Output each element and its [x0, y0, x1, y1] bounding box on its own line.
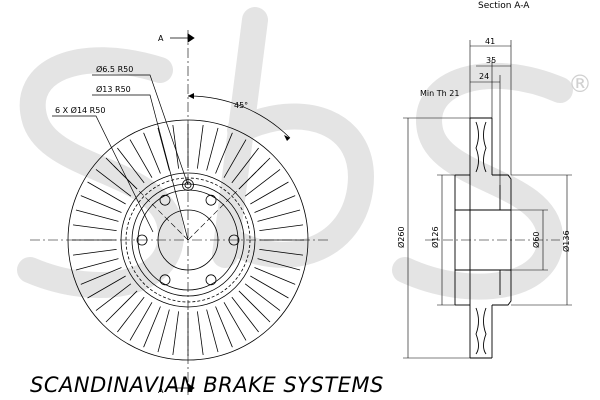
- vane-line: [143, 306, 161, 348]
- dim-overall-width: 41: [485, 37, 495, 46]
- vane-line: [72, 224, 117, 231]
- min-thickness: Min Th 21: [420, 89, 459, 98]
- vane-line: [254, 195, 296, 213]
- vane-line: [257, 209, 301, 222]
- vane-line: [197, 124, 204, 169]
- vane-line: [254, 267, 296, 285]
- vane-line: [87, 181, 126, 205]
- section-title: Section A-A: [478, 1, 530, 11]
- vane-line: [75, 258, 119, 271]
- vane-line: [95, 169, 132, 197]
- vane-line: [259, 249, 304, 256]
- callout-hole-small: Ø6.5 R50: [96, 64, 133, 74]
- vane-line: [157, 127, 170, 171]
- callout-bolt-holes: 6 X Ø14 R50: [55, 105, 105, 115]
- vane-line: [223, 302, 247, 341]
- vane-line: [250, 275, 289, 299]
- dim-center-bore: Ø60: [531, 232, 541, 248]
- vane-line: [257, 258, 301, 271]
- vane-line: [157, 309, 170, 353]
- width-dimensions: [469, 40, 512, 185]
- dim-hat: 35: [486, 56, 496, 65]
- vane-line: [206, 127, 219, 171]
- vane-line: [215, 306, 233, 348]
- callout-leaders: [52, 74, 189, 241]
- vane-line: [105, 290, 138, 323]
- angle-label: 45°: [234, 101, 248, 110]
- bolt-hole: [205, 274, 217, 286]
- dim-hub-diameter: Ø126: [430, 226, 440, 248]
- vane-line: [117, 147, 145, 184]
- section-marker-top: A: [158, 34, 164, 43]
- vane-line: [197, 311, 204, 356]
- vane-line: [117, 296, 145, 333]
- registered-mark: ®: [568, 70, 592, 98]
- brand-footer: SCANDINAVIAN BRAKE SYSTEMS: [30, 373, 384, 397]
- bolt-hole: [159, 194, 171, 206]
- section-marker-bottom: A: [158, 386, 164, 395]
- vane-line: [172, 124, 179, 169]
- vane-line: [80, 195, 122, 213]
- diameter-dimensions: [403, 117, 572, 359]
- section-cut-markers: [170, 33, 195, 393]
- vane-line: [244, 283, 281, 311]
- dim-outer-diameter: Ø260: [396, 226, 406, 248]
- vane-line: [95, 283, 132, 311]
- bolt-hole: [159, 274, 171, 286]
- vane-line: [259, 224, 304, 231]
- section-profile: [454, 117, 512, 359]
- callout-hole-center: Ø13 R50: [96, 84, 131, 94]
- vane-line: [80, 267, 122, 285]
- vane-line: [231, 296, 259, 333]
- bolt-hole: [205, 194, 217, 206]
- vane-line: [215, 132, 233, 174]
- vane-line: [231, 147, 259, 184]
- dim-friction: 24: [479, 72, 489, 81]
- dim-hat-diameter: Ø136: [561, 230, 571, 252]
- vane-line: [129, 139, 153, 178]
- vane-line: [172, 311, 179, 356]
- vane-line: [250, 181, 289, 205]
- vane-line: [223, 139, 247, 178]
- vane-line: [72, 249, 117, 256]
- vane-line: [206, 309, 219, 353]
- vane-line: [87, 275, 126, 299]
- vane-line: [143, 132, 161, 174]
- vane-line: [75, 209, 119, 222]
- vane-line: [238, 290, 271, 323]
- front-view-centerlines: [30, 30, 330, 395]
- vane-line: [129, 302, 153, 341]
- sbs-watermark-logo: [17, 7, 573, 300]
- angle-dimension: [187, 93, 291, 141]
- vane-line: [244, 169, 281, 197]
